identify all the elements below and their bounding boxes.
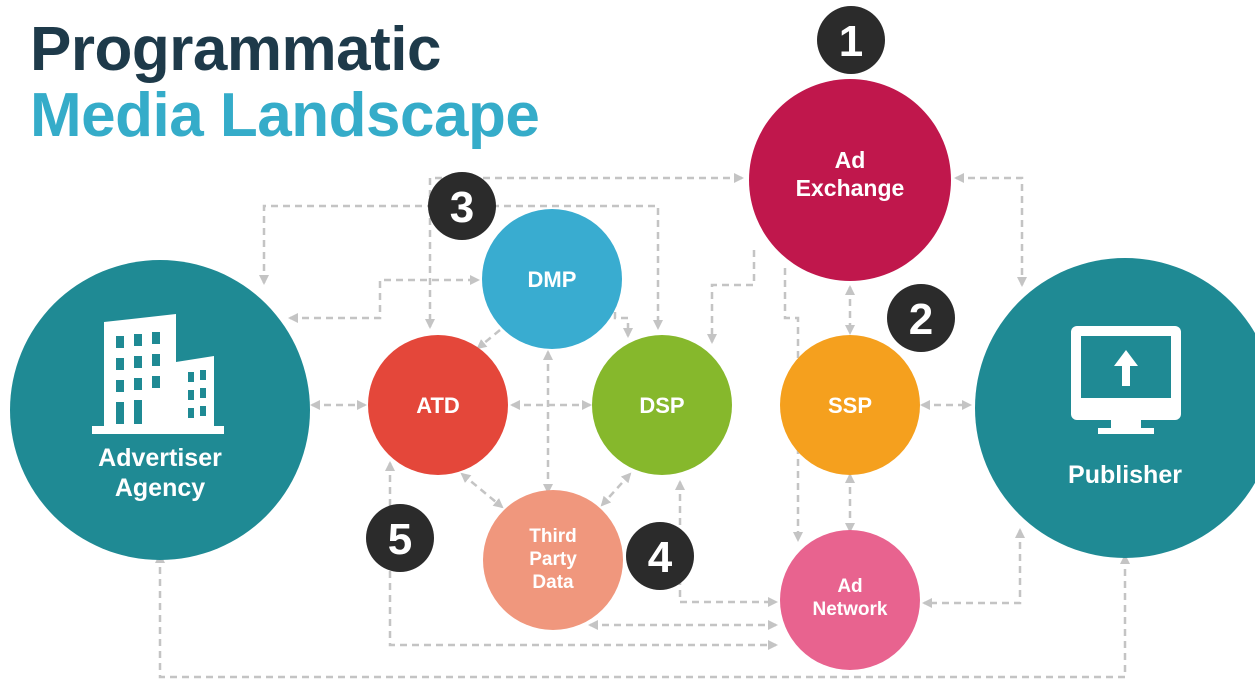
ad-exchange-label-line-2: Exchange: [796, 175, 905, 201]
node-publisher: Publisher: [975, 258, 1255, 558]
monitor-upload-icon: [1071, 326, 1181, 434]
ad-network-label-line-1: Ad: [837, 576, 862, 597]
dmp-label: DMP: [528, 267, 577, 292]
connector-dsp-adnetwork: [675, 480, 778, 607]
third-party-label-line-2: Party: [529, 549, 577, 570]
node-ad-exchange: Ad Exchange: [749, 79, 951, 281]
badge-4: 4: [626, 522, 694, 590]
node-ssp: SSP: [780, 335, 920, 475]
connector-dmp-dsp: [613, 300, 633, 338]
ad-network-label-line-2: Network: [813, 599, 888, 620]
title-line-1: Programmatic: [30, 15, 441, 84]
badge-2: 2: [887, 284, 955, 352]
advertiser-label-line-2: Agency: [115, 474, 205, 502]
connector-advertiser-publisher: [155, 553, 1130, 679]
dsp-label: DSP: [639, 393, 684, 418]
connector-atd-thirdparty: [460, 472, 504, 509]
third-party-label-line-1: Third: [529, 526, 577, 547]
third-party-label-line-3: Data: [532, 572, 574, 593]
office-building-icon: [92, 314, 224, 434]
svg-text:2: 2: [909, 295, 933, 344]
node-dmp: DMP: [482, 209, 622, 349]
ad-exchange-label-line-1: Ad: [835, 147, 866, 173]
svg-text:1: 1: [839, 17, 863, 66]
badge-1: 1: [817, 6, 885, 74]
node-third-party-data: Third Party Data: [483, 490, 623, 630]
atd-label: ATD: [416, 393, 460, 418]
connector-publisher-adnetwork: [922, 528, 1025, 608]
badge-5: 5: [366, 504, 434, 572]
node-dsp: DSP: [592, 335, 732, 475]
publisher-label: Publisher: [1068, 461, 1182, 489]
connector-dsp-thirdparty: [600, 472, 632, 507]
title-line-2: Media Landscape: [30, 81, 540, 150]
connector-dmp-atd: [476, 329, 501, 350]
svg-text:5: 5: [388, 515, 412, 564]
connector-exchange-publisher: [954, 173, 1027, 287]
node-advertiser-agency: Advertiser Agency: [10, 260, 310, 560]
advertiser-label-line-1: Advertiser: [98, 444, 222, 472]
node-ad-network: Ad Network: [780, 530, 920, 670]
svg-text:3: 3: [450, 183, 474, 232]
node-atd: ATD: [368, 335, 508, 475]
connector-advertiser-dmp: [288, 275, 480, 323]
ssp-label: SSP: [828, 393, 872, 418]
badge-3: 3: [428, 172, 496, 240]
svg-text:4: 4: [648, 533, 673, 582]
connector-exchange-dsp: [707, 250, 756, 344]
